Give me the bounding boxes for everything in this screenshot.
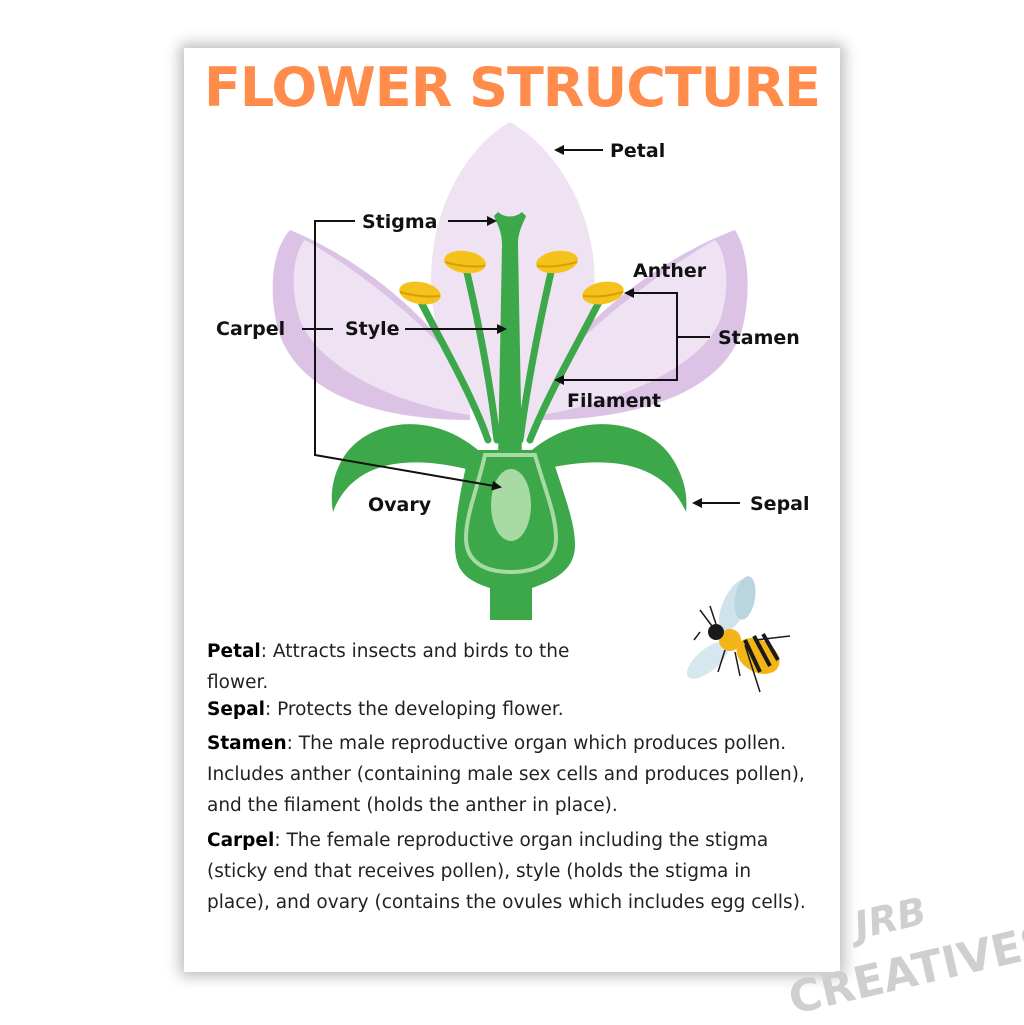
receptacle [455, 450, 575, 620]
style-stigma [494, 212, 526, 460]
poster-title: FLOWER STRUCTURE [203, 56, 821, 119]
sepals [331, 424, 687, 512]
pointer-lines [302, 145, 740, 508]
description-term: Sepal [207, 699, 265, 720]
label-anther: Anther [633, 260, 707, 282]
bee-illustration [686, 576, 791, 693]
description-carpel: Carpel: The female reproductive organ in… [207, 825, 817, 918]
label-stigma: Stigma [362, 211, 438, 233]
label-stamen: Stamen [718, 327, 800, 349]
label-ovary: Ovary [368, 494, 432, 516]
description-sepal: Sepal: Protects the developing flower. [207, 694, 807, 725]
ovary-shape [491, 469, 531, 541]
description-term: Carpel [207, 830, 275, 851]
label-petal: Petal [610, 140, 665, 162]
description-stamen: Stamen: The male reproductive organ whic… [207, 728, 817, 821]
label-sepal: Sepal [750, 493, 810, 515]
description-term: Stamen [207, 733, 287, 754]
label-carpel: Carpel [216, 318, 285, 340]
description-text: : Protects the developing flower. [264, 699, 564, 720]
description-text: : Attracts insects and birds to the flow… [207, 641, 570, 693]
description-text: : The male reproductive organ which prod… [207, 733, 805, 816]
description-text: : The female reproductive organ includin… [207, 830, 806, 913]
description-petal: Petal: Attracts insects and birds to the… [207, 636, 607, 698]
petals [272, 122, 748, 450]
description-term: Petal [207, 641, 261, 662]
filaments [416, 264, 604, 444]
label-style: Style [345, 318, 400, 340]
sepal-right [532, 424, 687, 512]
petal-right-inner [540, 240, 727, 415]
petal-left-inner [293, 240, 470, 415]
anthers [399, 250, 624, 305]
sepal-left [331, 424, 478, 512]
label-filament: Filament [567, 390, 661, 412]
